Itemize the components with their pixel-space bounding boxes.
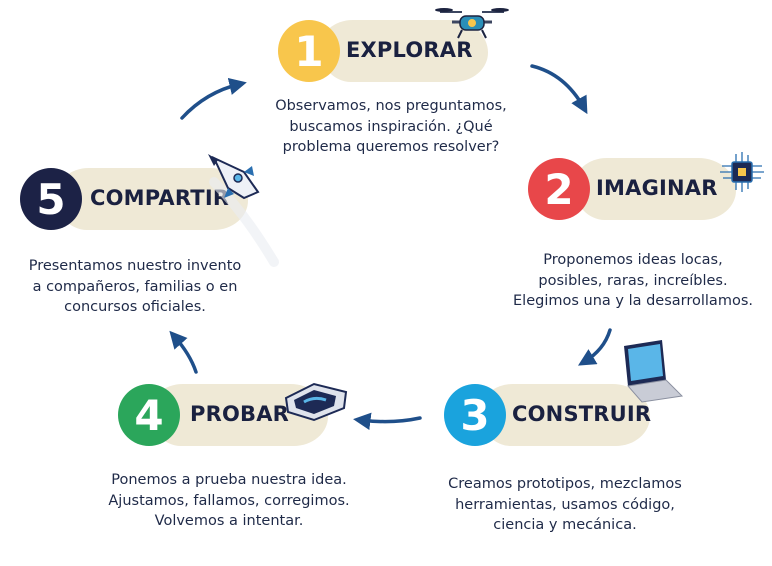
step-1-description-line: problema queremos resolver? <box>282 139 500 155</box>
step-3-title: CONSTRUIR <box>512 402 652 426</box>
step-1-description-line: buscamos inspiración. ¿Qué <box>289 118 493 135</box>
rocket-icon <box>208 154 279 267</box>
step-5-description-line: Presentamos nuestro invento <box>28 258 242 274</box>
step-3-label-background <box>480 384 650 446</box>
microchip-icon <box>720 152 764 192</box>
vr-headset-icon <box>284 382 348 422</box>
step-1-description: Observamos, nos preguntamos, buscamos in… <box>246 96 536 158</box>
drone-icon <box>435 8 509 39</box>
step-2-label-background <box>574 158 736 220</box>
step-4-description-line: Ponemos a prueba nuestra idea. <box>111 472 347 488</box>
step-1-number-badge: 1 <box>278 20 340 82</box>
step-3-number-badge: 3 <box>444 384 506 446</box>
step-5-title: COMPARTIR <box>90 186 230 210</box>
step-3-description-line: ciencia y mecánica. <box>493 517 637 533</box>
arrow-construir-to-probar <box>353 412 422 430</box>
step-5-description-line: concursos oficiales. <box>64 299 206 315</box>
step-2-description-line: posibles, raras, increíbles. <box>538 272 728 289</box>
step-4-title: PROBAR <box>190 402 290 426</box>
laptop-icon <box>624 340 684 403</box>
step-5-number-badge: 5 <box>20 168 82 230</box>
arrow-compartir-to-explorar <box>180 77 247 120</box>
step-5-description-line: a compañeros, familias o en <box>32 278 238 295</box>
step-2-number-badge: 2 <box>528 158 590 220</box>
step-2-description: Proponemos ideas locas, posibles, raras,… <box>496 250 770 312</box>
step-4-description-line: Volvemos a intentar. <box>154 513 304 529</box>
step-1-title: EXPLORAR <box>346 38 473 62</box>
step-4-description-line: Ajustamos, fallamos, corregimos. <box>108 492 350 509</box>
arrow-imaginar-to-construir <box>577 328 612 366</box>
arrow-explorar-to-imaginar <box>530 64 588 115</box>
step-4-description: Ponemos a prueba nuestra idea. Ajustamos… <box>84 470 374 532</box>
arrow-probar-to-compartir <box>169 330 198 374</box>
step-2-description-line: Proponemos ideas locas, <box>543 252 723 268</box>
step-1-label-background <box>320 20 488 82</box>
step-3-description-line: Creamos prototipos, mezclamos <box>448 476 682 492</box>
step-3-description-line: herramientas, usamos código, <box>455 496 675 513</box>
step-1-description-line: Observamos, nos preguntamos, <box>275 98 507 114</box>
step-2-description-line: Elegimos una y la desarrollamos. <box>513 293 753 309</box>
step-4-number-badge: 4 <box>118 384 180 446</box>
step-5-description: Presentamos nuestro invento a compañeros… <box>4 256 266 318</box>
step-3-description: Creamos prototipos, mezclamos herramient… <box>420 474 710 536</box>
step-2-title: IMAGINAR <box>596 176 718 200</box>
